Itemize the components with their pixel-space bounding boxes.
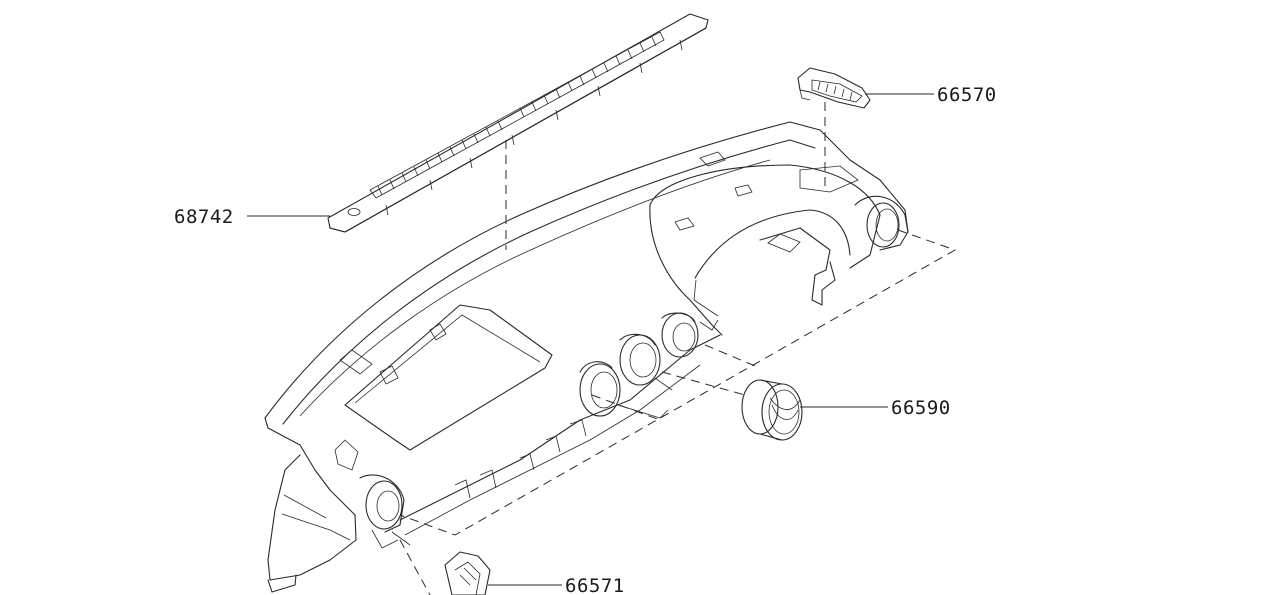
part-label-66571: 66571 bbox=[565, 575, 625, 595]
leader-lines bbox=[247, 93, 934, 586]
side-vent-right-drawing bbox=[797, 67, 871, 109]
dashboard-panel-drawing bbox=[264, 121, 909, 593]
side-vent-left-drawing bbox=[444, 551, 491, 595]
part-label-68742: 68742 bbox=[174, 206, 234, 228]
part-label-66590: 66590 bbox=[891, 397, 951, 419]
part-label-66570: 66570 bbox=[937, 84, 997, 106]
center-vent-round-drawing bbox=[741, 379, 803, 441]
dash-vent-strip-drawing bbox=[327, 13, 709, 233]
assembly-dashed-lines bbox=[399, 102, 957, 595]
